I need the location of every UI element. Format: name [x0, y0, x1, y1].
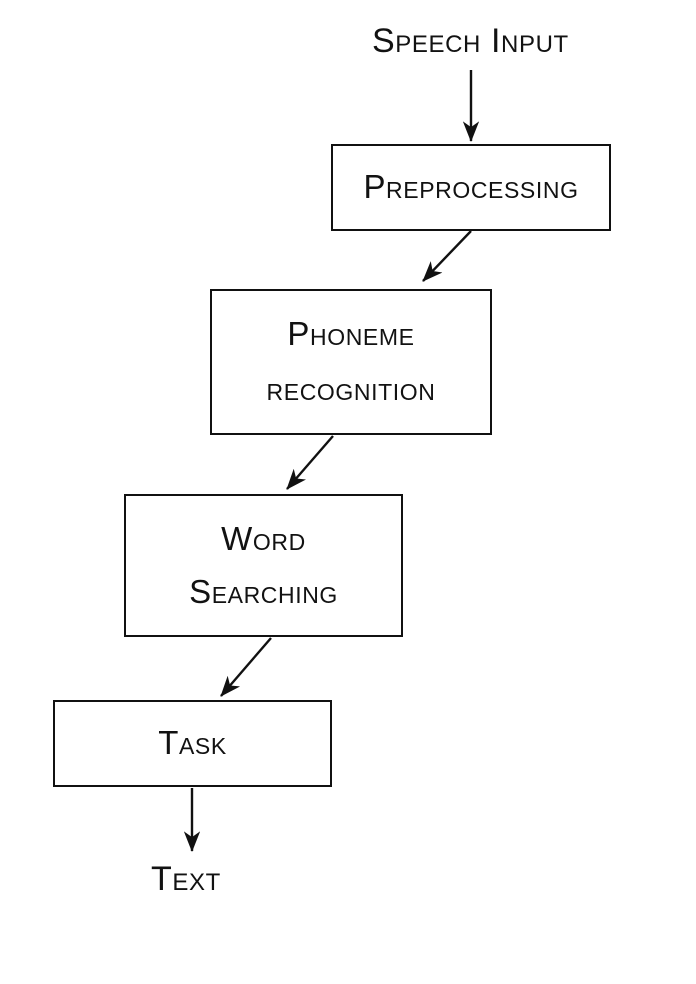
label-speech-input: Speech Input [372, 22, 569, 60]
node-word-searching-line-1: Word [221, 519, 306, 557]
node-phoneme-recognition-line-2: recognition [266, 370, 436, 407]
node-word-searching-line-2: Searching [189, 572, 338, 610]
node-preprocessing-line-1: Preprocessing [363, 168, 579, 206]
node-word-searching[interactable]: Word Searching [124, 494, 403, 637]
arrow-word-searching-to-task [220, 637, 272, 697]
label-text-output: Text [151, 860, 221, 898]
node-phoneme-recognition-line-1: Phoneme [287, 315, 415, 353]
arrow-phoneme-recognition-to-word-searching [286, 435, 334, 490]
node-task[interactable]: Task [53, 700, 332, 787]
arrow-preprocessing-to-phoneme-recognition [422, 230, 472, 282]
node-preprocessing[interactable]: Preprocessing [331, 144, 611, 231]
node-task-line-1: Task [158, 724, 227, 762]
node-phoneme-recognition[interactable]: Phoneme recognition [210, 289, 492, 435]
